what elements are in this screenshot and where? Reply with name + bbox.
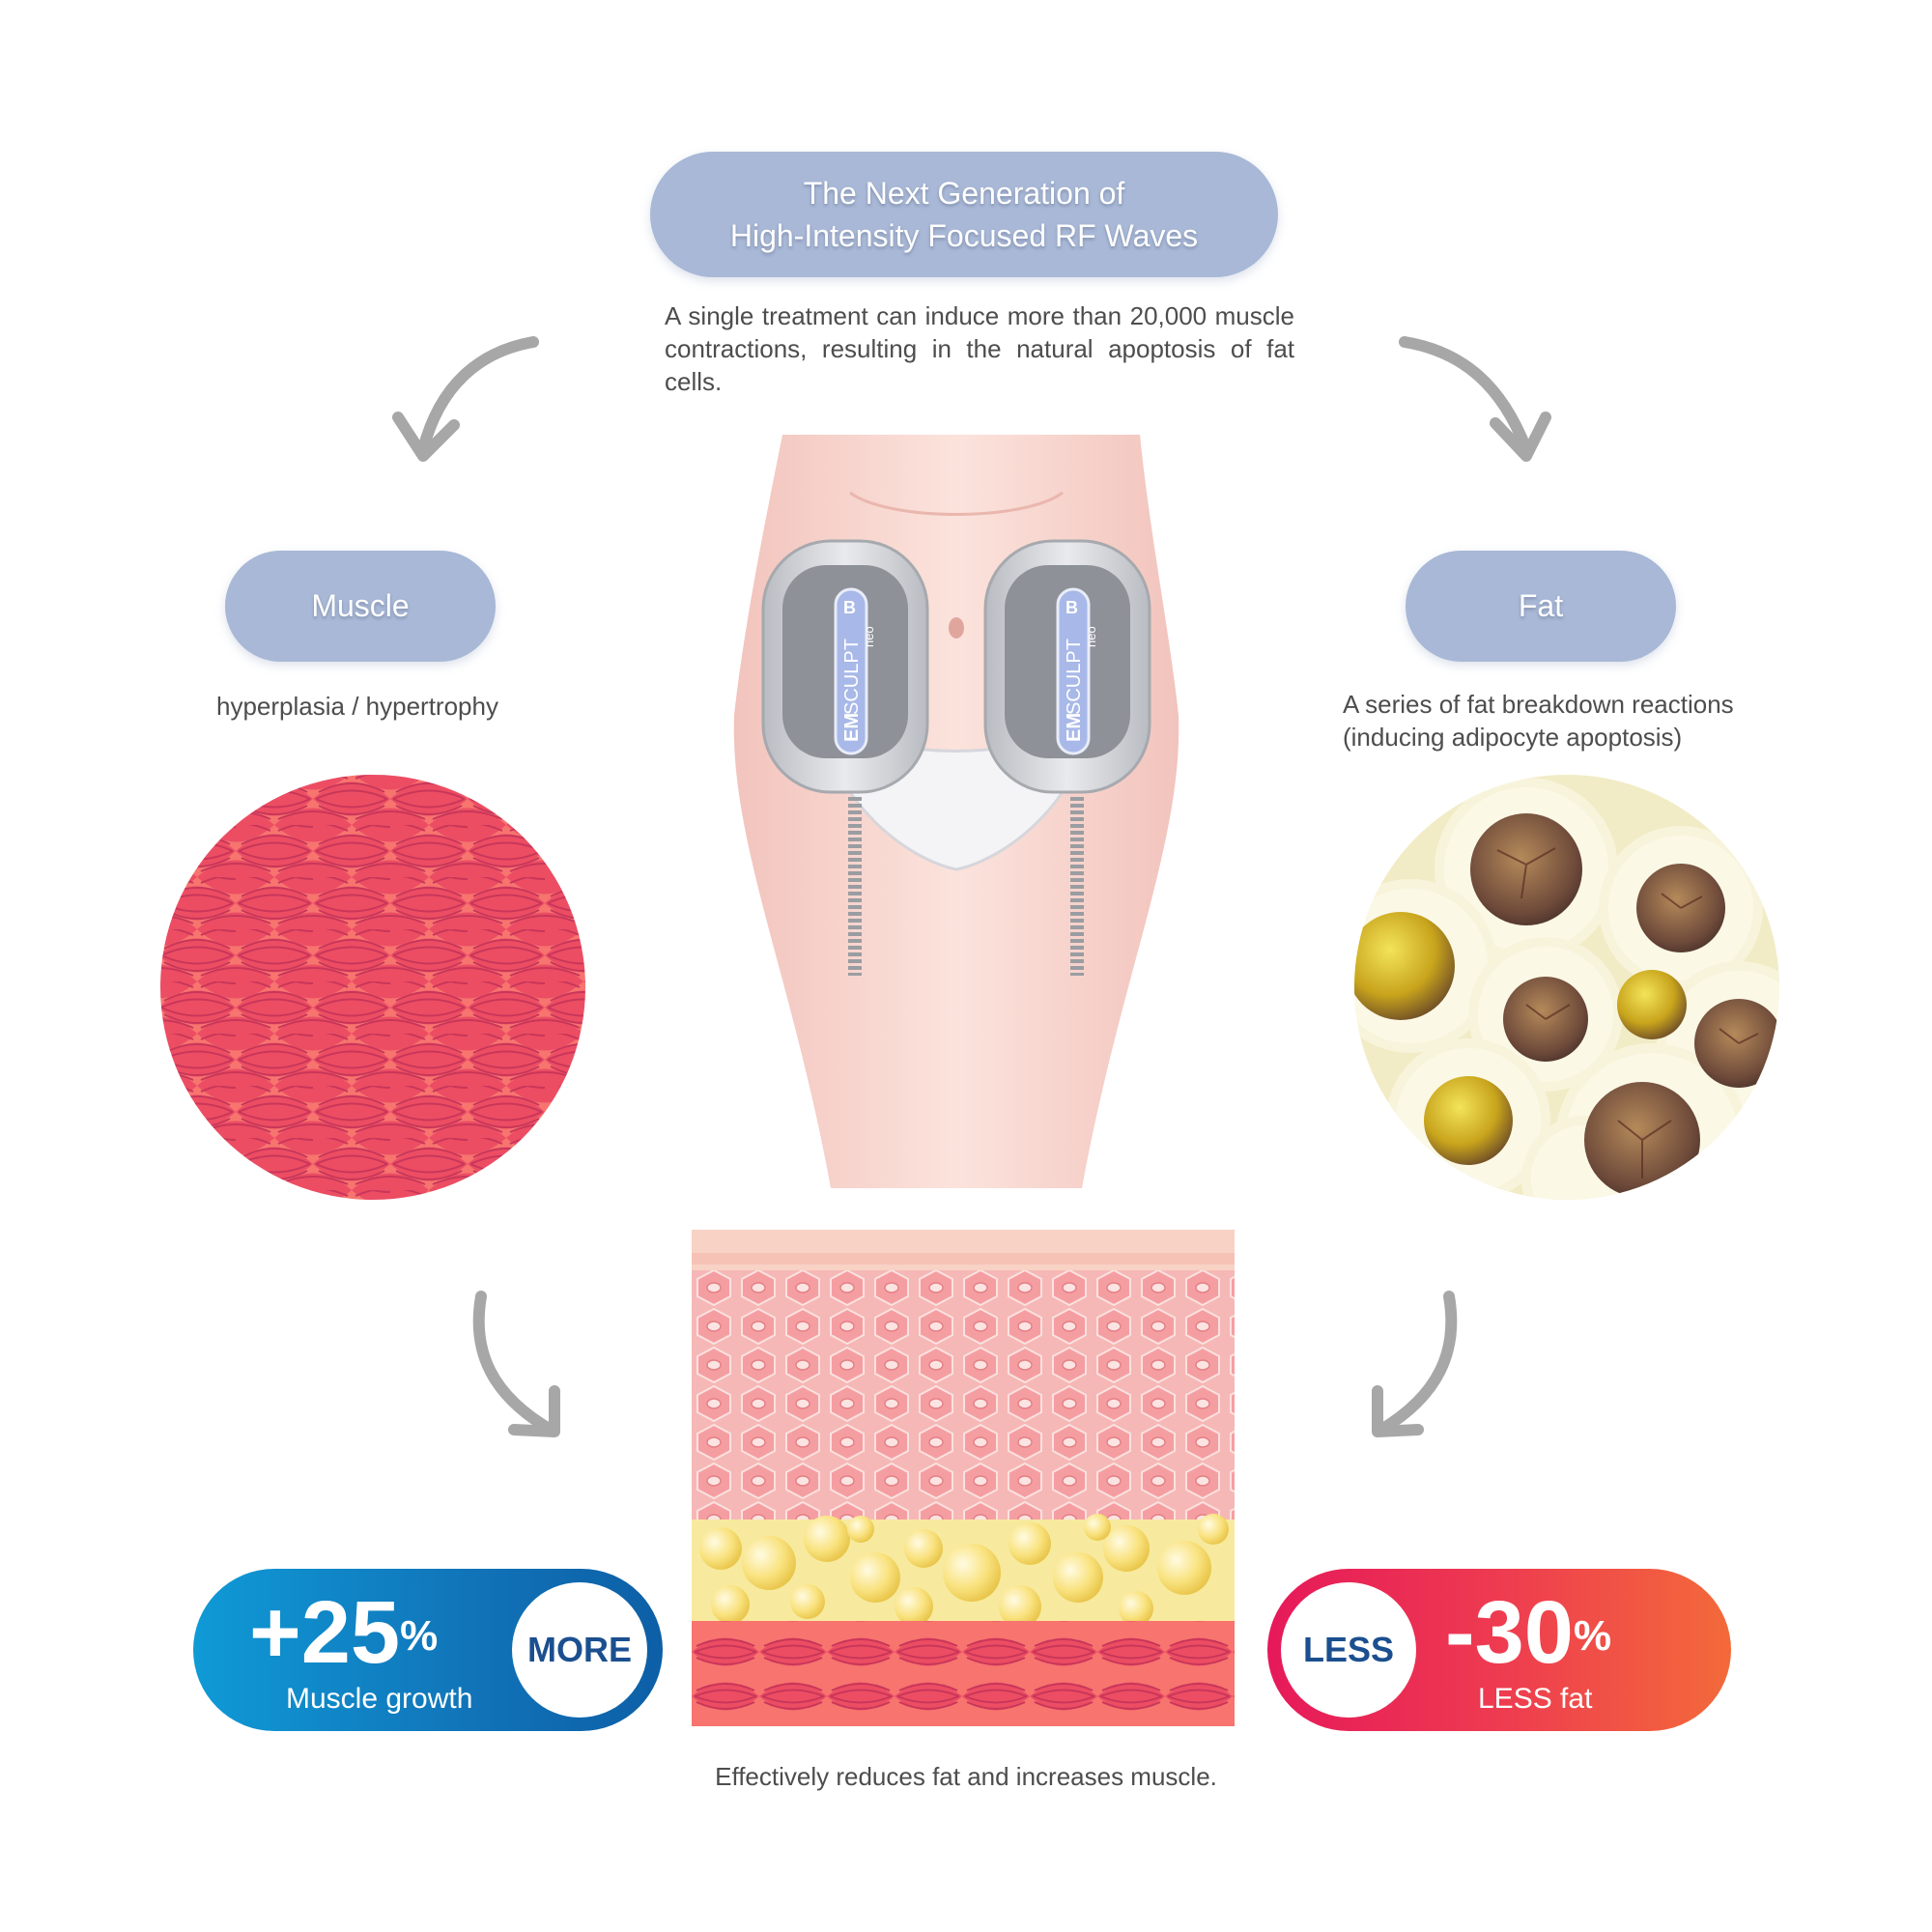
muscle-value: +25 [249, 1583, 401, 1682]
muscle-desc: hyperplasia / hypertrophy [216, 692, 498, 721]
fat-unit: % [1573, 1612, 1612, 1660]
left-logo-letter: B [843, 598, 856, 617]
fat-label: Fat [1518, 588, 1564, 623]
title-line-2: High-Intensity Focused RF Waves [729, 218, 1199, 253]
bottom-caption: Effectively reduces fat and increases mu… [715, 1762, 1217, 1791]
fat-desc-line-1: A series of fat breakdown reactions [1343, 690, 1734, 719]
fat-value: -30 [1445, 1583, 1574, 1682]
muscle-caption: Muscle growth [286, 1683, 473, 1715]
right-brand-neo: neo [1084, 626, 1098, 647]
body-with-device-illustration: B B EM EM SCULPT SCULPT neo neo [733, 435, 1179, 1188]
skin-layers-illustration [692, 1230, 1235, 1726]
muscle-pill: Muscle [225, 551, 496, 662]
muscle-growth-badge: +25% Muscle growth MORE [193, 1569, 663, 1731]
right-applicator [983, 539, 1151, 976]
right-brand-em: EM [1064, 713, 1085, 742]
muscle-fiber-illustration [160, 775, 585, 1200]
intro-text: A single treatment can induce more than … [665, 301, 1294, 396]
left-brand-neo: neo [862, 626, 876, 647]
fat-value-group: -30% [1445, 1588, 1611, 1677]
muscle-unit: % [400, 1612, 439, 1660]
arrow-top-left-icon [392, 336, 539, 462]
title-line-1: The Next Generation of [803, 176, 1125, 211]
muscle-label: Muscle [311, 588, 410, 623]
fat-loss-badge: LESS -30% LESS fat [1267, 1569, 1731, 1731]
title-pill: The Next Generation of High-Intensity Fo… [650, 152, 1278, 277]
right-brand-sculpt: SCULPT [1064, 639, 1085, 715]
more-tag: MORE [512, 1582, 647, 1718]
left-brand-em: EM [841, 713, 863, 742]
arrow-bottom-left-icon [472, 1291, 560, 1437]
muscle-value-group: +25% [249, 1588, 438, 1677]
fat-cell-illustration [1354, 775, 1779, 1200]
fat-desc-line-2: (inducing adipocyte apoptosis) [1343, 723, 1683, 752]
right-logo-letter: B [1065, 598, 1078, 617]
fat-caption: LESS fat [1478, 1683, 1593, 1715]
less-tag: LESS [1281, 1582, 1416, 1718]
fat-pill: Fat [1406, 551, 1676, 662]
fat-desc: A series of fat breakdown reactions (ind… [1343, 688, 1768, 753]
left-applicator [761, 539, 929, 976]
left-brand-sculpt: SCULPT [841, 639, 863, 715]
arrow-bottom-right-icon [1372, 1291, 1458, 1437]
arrow-top-right-icon [1399, 336, 1551, 462]
